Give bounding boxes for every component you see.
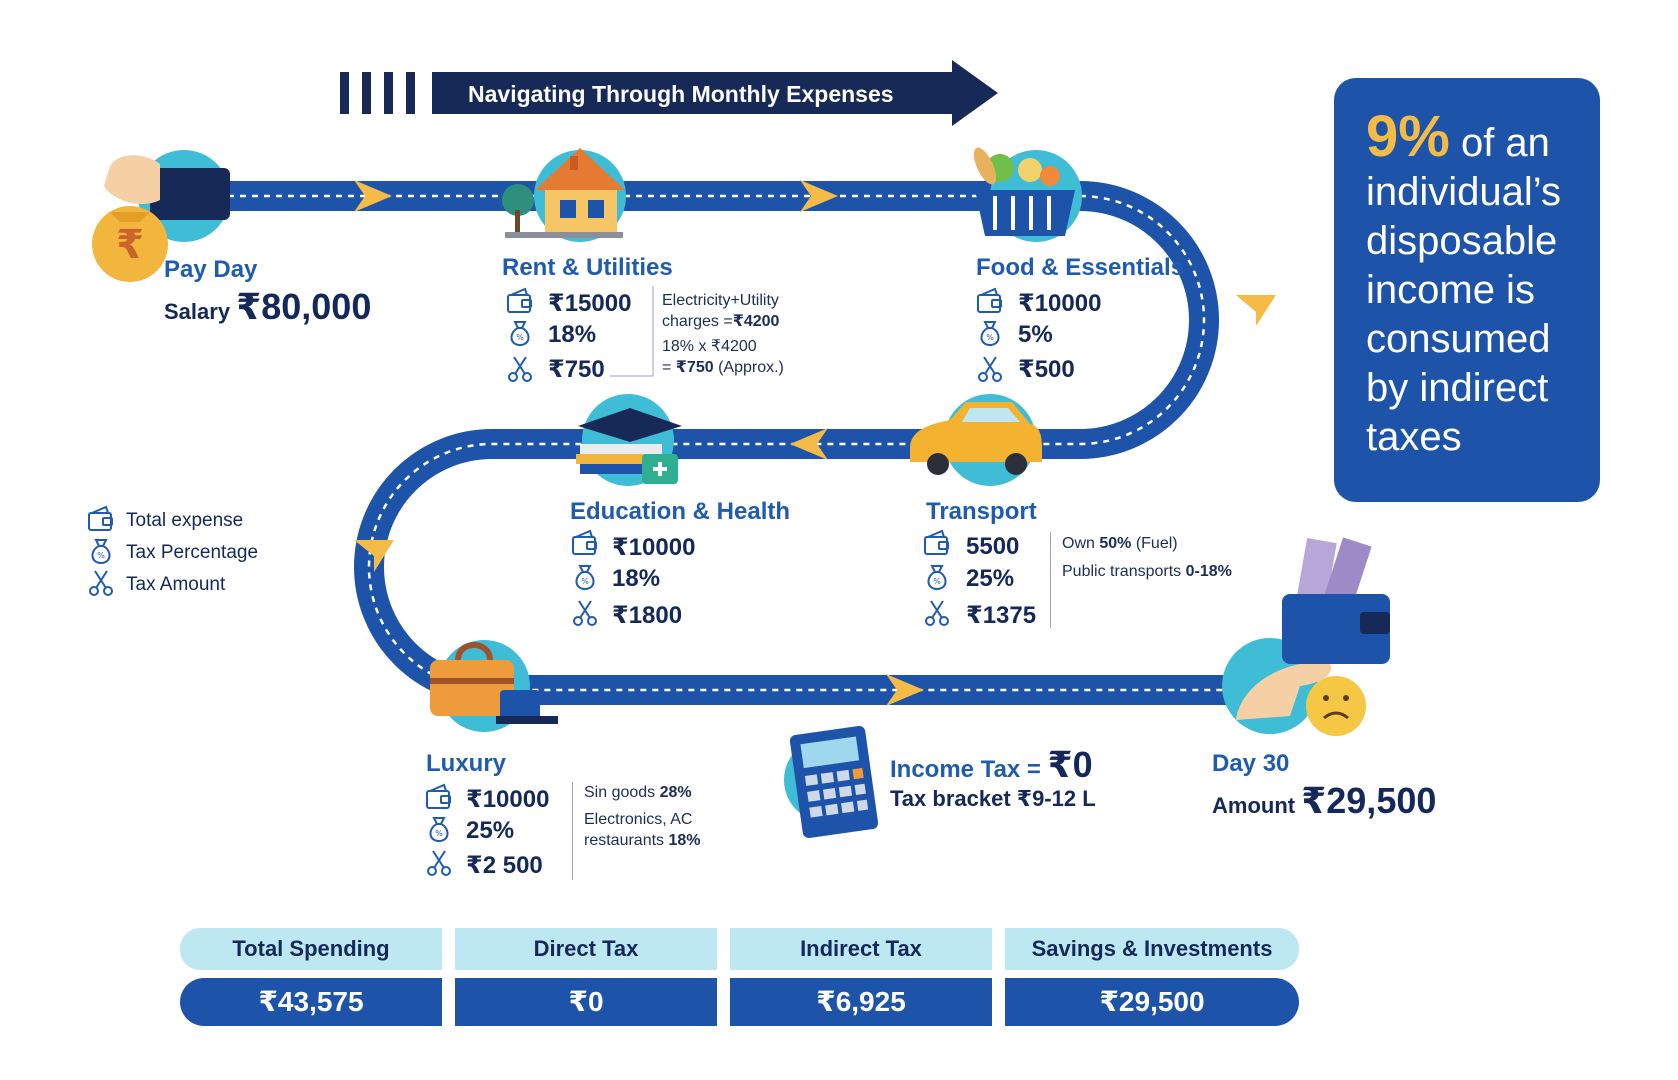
rent-tax-icon bbox=[508, 356, 532, 382]
food-expense: ₹10000 bbox=[1018, 289, 1102, 317]
banner-title: Navigating Through Monthly Expenses bbox=[468, 81, 894, 107]
luxury-percent-icon bbox=[429, 817, 449, 842]
car-icon bbox=[910, 394, 1042, 486]
salary-label: Salary bbox=[164, 299, 231, 324]
rent-percent: 18% bbox=[548, 321, 597, 348]
rent-expense-icon bbox=[507, 288, 532, 313]
luxury-tax-icon bbox=[427, 850, 451, 876]
luxury-title: Luxury bbox=[426, 750, 507, 777]
day30-title: Day 30 bbox=[1212, 750, 1290, 777]
education-expense: ₹10000 bbox=[612, 533, 696, 561]
rent-tax: ₹750 bbox=[548, 355, 605, 383]
rent-title: Rent & Utilities bbox=[502, 254, 673, 281]
education-tax: ₹1800 bbox=[612, 601, 683, 629]
calculator-icon bbox=[784, 725, 879, 839]
svg-text:₹: ₹ bbox=[116, 222, 144, 268]
legend-total-expense: Total expense bbox=[126, 510, 244, 531]
legend-tax-percentage: Tax Percentage bbox=[126, 542, 259, 563]
banner-bars bbox=[340, 72, 430, 114]
food-percent: 5% bbox=[1018, 321, 1053, 348]
education-percent-icon bbox=[575, 565, 595, 590]
summary-header-indirect-tax: Indirect Tax bbox=[730, 928, 992, 970]
luxury-tax: ₹2 500 bbox=[466, 851, 543, 879]
payday-title: Pay Day bbox=[164, 256, 258, 283]
summary-header-savings: Savings & Investments bbox=[1005, 928, 1299, 970]
banner-arrow bbox=[432, 60, 998, 126]
road-arrows bbox=[354, 180, 1276, 706]
food-expense-icon bbox=[977, 288, 1002, 313]
legend-tax-amount: Tax Amount bbox=[126, 574, 226, 595]
legend-wallet-icon bbox=[88, 506, 113, 531]
summary-header-direct-tax: Direct Tax bbox=[455, 928, 717, 970]
grocery-basket-icon bbox=[973, 147, 1082, 242]
transport-percent-icon bbox=[927, 565, 947, 590]
payday-salary: Salary ₹80,000 bbox=[164, 286, 371, 328]
food-percent-icon bbox=[980, 321, 1000, 346]
summary-value-savings: ₹29,500 bbox=[1005, 978, 1299, 1026]
tax-bracket: Tax bracket ₹9-12 L bbox=[890, 786, 1096, 811]
education-tax-icon bbox=[573, 600, 597, 626]
rent-expense: ₹15000 bbox=[548, 289, 632, 317]
callout-box bbox=[1334, 78, 1600, 502]
transport-tax: ₹1375 bbox=[966, 601, 1037, 629]
food-tax-icon bbox=[978, 356, 1002, 382]
money-bag-icon: ₹ bbox=[92, 150, 230, 282]
rent-percent-icon bbox=[510, 321, 530, 346]
day30-amount: Amount ₹29,500 bbox=[1212, 780, 1437, 821]
luxury-note: Sin goods 28% Electronics, AC restaurant… bbox=[584, 784, 701, 849]
education-expense-icon bbox=[572, 530, 597, 555]
summary-value-total-spending: ₹43,575 bbox=[180, 978, 442, 1026]
summary-value-direct-tax: ₹0 bbox=[455, 978, 717, 1026]
transport-tax-icon bbox=[925, 600, 949, 626]
house-icon bbox=[502, 148, 626, 242]
transport-percent: 25% bbox=[966, 565, 1015, 592]
luxury-expense: ₹10000 bbox=[466, 785, 550, 813]
legend-bag-icon bbox=[91, 539, 111, 564]
food-tax: ₹500 bbox=[1018, 355, 1075, 383]
summary-value-indirect-tax: ₹6,925 bbox=[730, 978, 992, 1026]
callout-text: 9% of an individual’s disposable income … bbox=[1366, 104, 1561, 460]
luxury-divider bbox=[572, 782, 573, 880]
transport-divider bbox=[1050, 532, 1051, 628]
legend-scissor-icon bbox=[89, 570, 113, 596]
food-title: Food & Essentials bbox=[976, 254, 1185, 281]
transport-expense-icon bbox=[924, 530, 949, 555]
wallet-sad-icon bbox=[1222, 537, 1390, 736]
transport-note: Own 50% (Fuel) Public transports 0-18% bbox=[1062, 535, 1232, 580]
education-percent: 18% bbox=[612, 565, 661, 592]
salary-value: ₹80,000 bbox=[236, 286, 372, 327]
rent-note: Electricity+Utility charges =₹4200 18% x… bbox=[662, 292, 784, 376]
summary-header-total-spending: Total Spending bbox=[180, 928, 442, 970]
luxury-expense-icon bbox=[426, 784, 451, 809]
transport-expense: 5500 bbox=[966, 533, 1020, 560]
graduation-medkit-icon bbox=[576, 394, 682, 486]
transport-title: Transport bbox=[926, 498, 1037, 525]
income-tax-line: Income Tax = ₹0 bbox=[890, 744, 1093, 785]
luxury-percent: 25% bbox=[466, 817, 515, 844]
education-title: Education & Health bbox=[570, 498, 791, 525]
handbag-ring-icon bbox=[430, 640, 558, 732]
